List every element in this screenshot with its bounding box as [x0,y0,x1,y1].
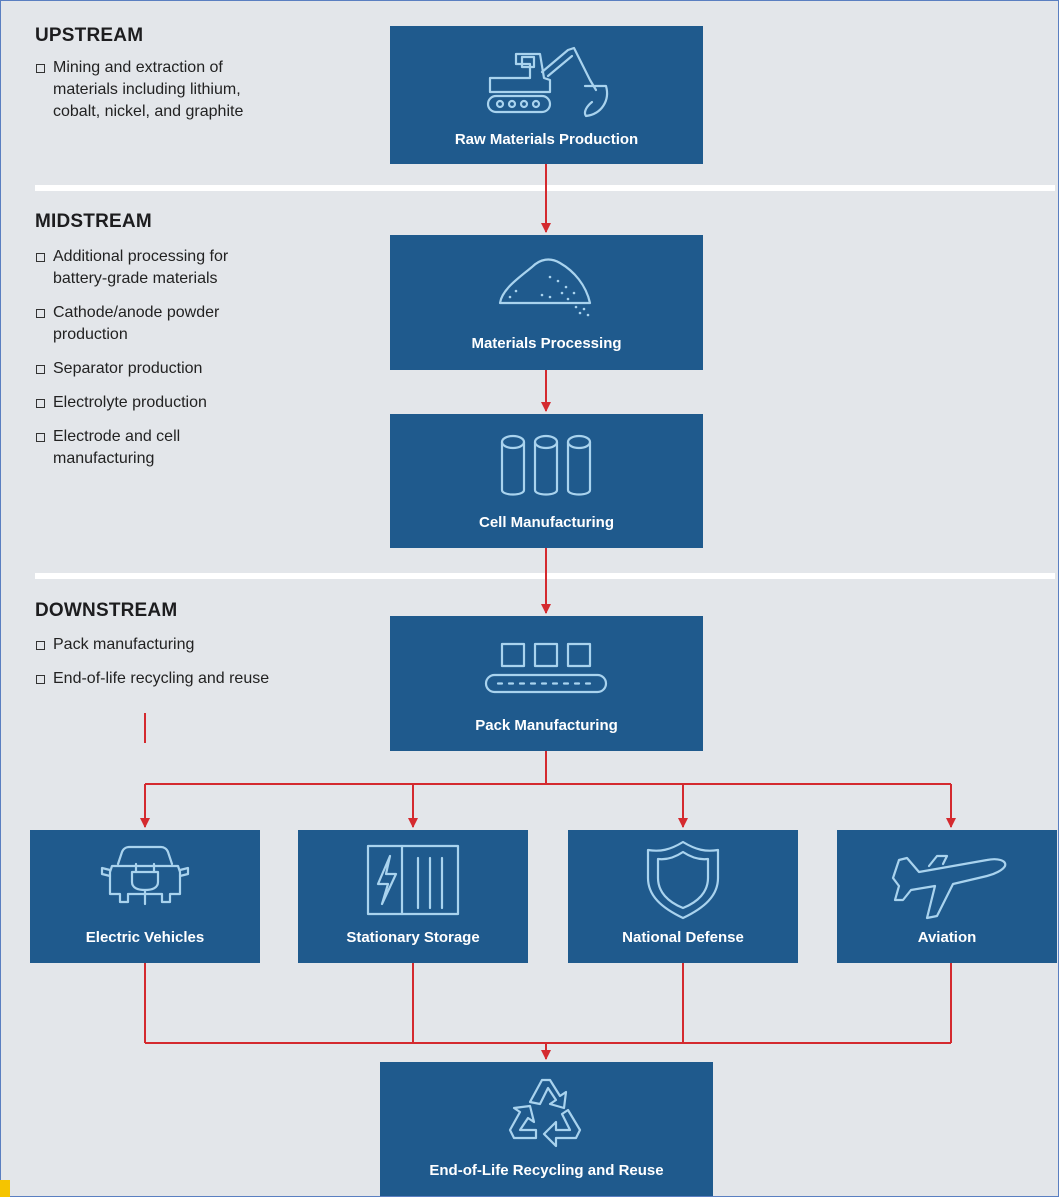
stage-label: Cell Manufacturing [478,514,614,531]
battery-cells-icon [500,434,592,496]
conveyor-icon [484,642,608,694]
midstream-bullet-list: Additional processing for battery-grade … [35,246,275,482]
midstream-bullet: Cathode/anode powder production [35,302,275,346]
application-national-defense: National Defense [568,830,798,963]
energy-storage-icon [366,844,460,916]
stage-label: End-of-Life Recycling and Reuse [429,1162,664,1179]
excavator-icon [486,46,609,118]
stage-recycling: End-of-Life Recycling and Reuse [380,1062,713,1196]
application-stationary-storage: Stationary Storage [298,830,528,963]
upstream-bullet: Mining and extraction of materials inclu… [35,57,285,123]
stage-label: Pack Manufacturing [475,717,618,734]
stage-label: Materials Processing [471,335,622,352]
midstream-bullet: Electrode and cell manufacturing [35,426,275,470]
downstream-bullet-list: Pack manufacturing End-of-life recycling… [35,634,335,702]
stage-materials-processing: Materials Processing [390,235,703,370]
application-label: Aviation [917,929,977,946]
application-aviation: Aviation [837,830,1057,963]
midstream-bullet: Additional processing for battery-grade … [35,246,275,290]
application-label: Stationary Storage [346,929,480,946]
upstream-bullet-list: Mining and extraction of materials inclu… [35,57,285,135]
midstream-bullet: Separator production [35,358,275,380]
stage-raw-materials: Raw Materials Production [390,26,703,164]
downstream-bullet: End-of-life recycling and reuse [35,668,335,690]
downstream-bullet: Pack manufacturing [35,634,335,656]
stage-pack-manufacturing: Pack Manufacturing [390,616,703,751]
stage-label: Raw Materials Production [454,131,639,148]
application-electric-vehicles: Electric Vehicles [30,830,260,963]
midstream-title: MIDSTREAM [35,211,152,232]
airplane-icon [891,854,1007,920]
downstream-title: DOWNSTREAM [35,600,178,621]
midstream-bullet: Electrolyte production [35,392,275,414]
recycle-icon [508,1078,582,1148]
upstream-title: UPSTREAM [35,25,144,46]
application-label: National Defense [622,929,744,946]
stage-cell-manufacturing: Cell Manufacturing [390,414,703,548]
powder-pile-icon [498,258,592,317]
corner-marker [0,1180,10,1197]
application-label: Electric Vehicles [85,929,205,946]
electric-car-icon [100,845,190,906]
shield-icon [646,840,720,920]
